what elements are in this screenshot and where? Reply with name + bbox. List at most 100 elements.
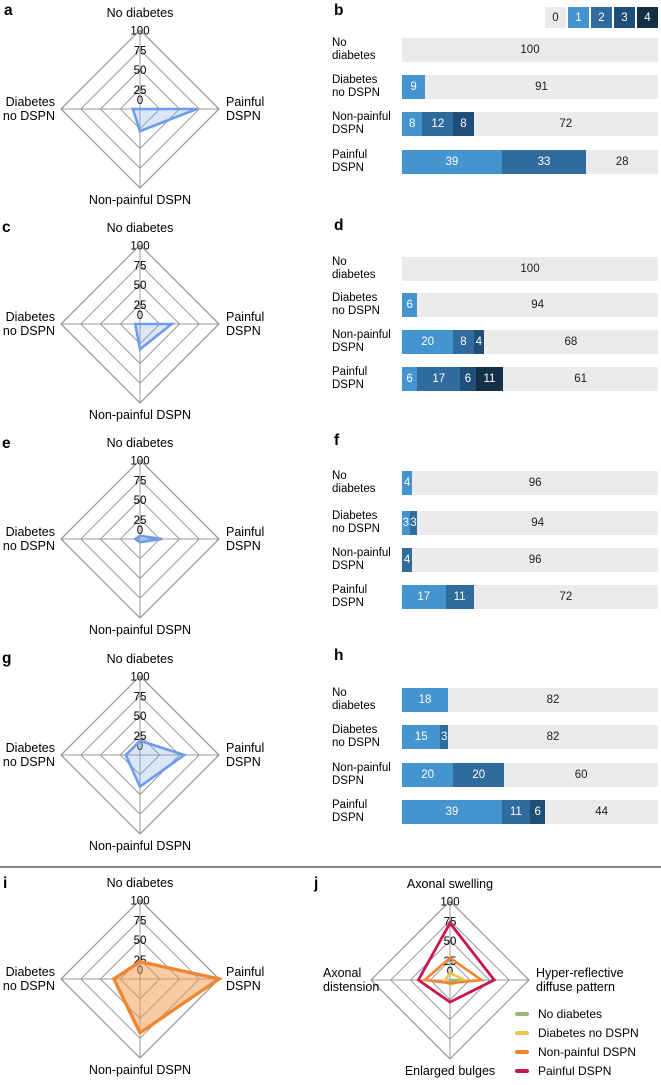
radar-axis-label: Hyper-reflective bbox=[536, 966, 624, 980]
radar-axis-label: no DSPN bbox=[3, 979, 55, 993]
radar-axis-label: Non-painful DSPN bbox=[89, 193, 191, 207]
bar-row-label-line: no DSPN bbox=[332, 305, 380, 317]
radar-axis-label: Diabetes bbox=[6, 95, 55, 109]
panel-label-h: h bbox=[334, 647, 344, 664]
bar-segment-grade-2: 33 bbox=[501, 150, 587, 174]
radar-tick-label: 50 bbox=[134, 935, 147, 947]
bar-segment-grade-0: 82 bbox=[448, 688, 658, 712]
radar-axis-label: No diabetes bbox=[107, 652, 174, 666]
radar-axis-label: no DSPN bbox=[3, 539, 55, 553]
group-legend-item: Non-painful DSPN bbox=[515, 1046, 639, 1058]
radar-axis-label: distension bbox=[323, 980, 379, 994]
bar-row-label-line: DSPN bbox=[332, 597, 364, 609]
radar-tick-label: 100 bbox=[130, 241, 149, 253]
radar-tick-label: 25 bbox=[134, 515, 147, 527]
radar-series-crimson bbox=[416, 920, 497, 1004]
bar-row-label-line: Painful bbox=[332, 366, 368, 378]
bar-segment-grade-2: 4 bbox=[402, 548, 413, 572]
bar-row-label-line: Diabetes bbox=[332, 510, 378, 522]
grade-legend-item: 0 bbox=[545, 7, 566, 28]
radar-axis-label: Axonal swelling bbox=[407, 877, 493, 891]
radar-axis-label: diffuse pattern bbox=[536, 980, 615, 994]
radar-axis-label: Painful bbox=[226, 95, 264, 109]
bar-row-label-line: No bbox=[332, 687, 347, 699]
radar-tick-label: 75 bbox=[134, 691, 147, 703]
radar-tick-label: 50 bbox=[134, 280, 147, 292]
group-legend-label: Non-painful DSPN bbox=[538, 1045, 637, 1059]
radar-tick-label: 0 bbox=[137, 741, 143, 753]
bar-row-label-line: diabetes bbox=[332, 50, 376, 62]
radar-axis-label: no DSPN bbox=[3, 324, 55, 338]
panel-label-g: g bbox=[2, 650, 12, 667]
bar-row-label-line: no DSPN bbox=[332, 87, 380, 99]
bar-segment-grade-1: 15 bbox=[402, 725, 441, 749]
bar-segment-grade-0: 82 bbox=[448, 725, 658, 749]
group-legend-item: Diabetes no DSPN bbox=[515, 1027, 639, 1039]
panel-label-d: d bbox=[334, 217, 344, 234]
panel-label-i: i bbox=[3, 875, 8, 892]
radar-axis-label: Painful bbox=[226, 310, 264, 324]
grade-legend-item: 1 bbox=[568, 7, 589, 28]
bar-segment-grade-3: 8 bbox=[453, 112, 474, 136]
bar-segment-grade-2: 17 bbox=[417, 367, 461, 391]
radar-tick-label: 75 bbox=[134, 475, 147, 487]
radar-series-orange_filled bbox=[111, 959, 224, 1036]
radar-axis-label: Painful bbox=[226, 741, 264, 755]
bar-segment-grade-2: 20 bbox=[453, 763, 505, 787]
bar-row-label-line: DSPN bbox=[332, 775, 364, 787]
group-legend-item: No diabetes bbox=[515, 1008, 639, 1020]
radar-axis-label: DSPN bbox=[226, 979, 261, 993]
bar-row-label-line: No bbox=[332, 470, 347, 482]
radar-axis-label: Enlarged bulges bbox=[405, 1064, 495, 1078]
radar-axis-label: DSPN bbox=[226, 109, 261, 123]
radar-series-blue bbox=[124, 739, 188, 789]
radar-tick-label: 100 bbox=[130, 672, 149, 684]
bar-row-label-line: No bbox=[332, 256, 347, 268]
bar-segment-grade-1: 17 bbox=[402, 585, 446, 609]
bar-row-label-line: Diabetes bbox=[332, 724, 378, 736]
radar-axis-label: Non-painful DSPN bbox=[89, 839, 191, 853]
group-legend-label: Painful DSPN bbox=[538, 1064, 612, 1078]
radar-series-blue bbox=[131, 107, 198, 133]
bar-segment-grade-2: 3 bbox=[409, 511, 418, 535]
radar-axis-label: Diabetes bbox=[6, 525, 55, 539]
radar-tick-label: 75 bbox=[134, 915, 147, 927]
bar-segment-grade-1: 8 bbox=[402, 112, 423, 136]
bar-track: 100 bbox=[402, 257, 658, 281]
bar-segment-grade-1: 6 bbox=[402, 367, 418, 391]
panel-label-b: b bbox=[334, 2, 344, 19]
bar-segment-grade-4: 11 bbox=[475, 367, 504, 391]
radar-axis-label: Diabetes bbox=[6, 310, 55, 324]
bar-segment-grade-1: 6 bbox=[402, 293, 418, 317]
radar-axis-label: No diabetes bbox=[107, 876, 174, 890]
